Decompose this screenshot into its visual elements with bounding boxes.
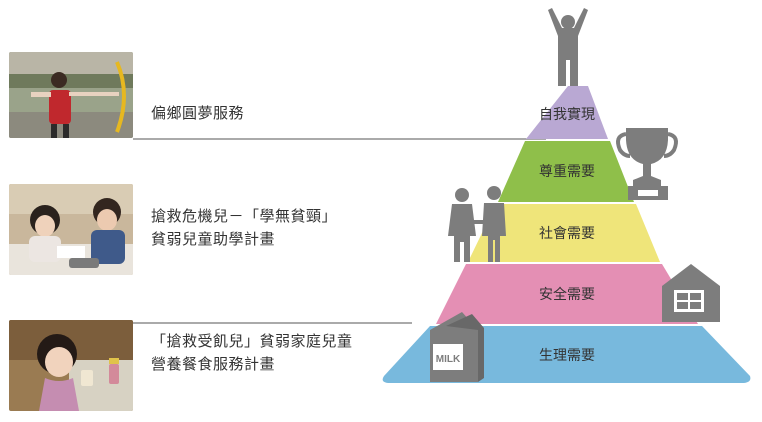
program-label-meal-service: 「搶救受飢兒」貧弱家庭兒童 營養餐食服務計畫 [151, 330, 353, 376]
program-line: 貧弱兒童助學計畫 [151, 230, 276, 248]
level-label: 安全需要 [539, 286, 595, 303]
meal-photo [9, 320, 133, 411]
house-icon [662, 264, 720, 322]
program-line: 「搶救受飢兒」貧弱家庭兒童 [151, 332, 353, 350]
program-line: 搶救危機兒－「學無貧頸」 [151, 207, 338, 225]
program-line: 偏鄉圓夢服務 [151, 104, 245, 122]
person-arms-up-icon [548, 8, 588, 86]
level-safety [436, 264, 698, 324]
level-self-actualization [526, 86, 608, 139]
program-label-rural-dreams: 偏鄉圓夢服務 [151, 102, 244, 125]
program-line: 營養餐食服務計畫 [151, 355, 276, 373]
trophy-icon [616, 128, 678, 200]
level-label: 尊重需要 [539, 163, 595, 180]
milk-text: MILK [436, 354, 461, 365]
level-social [468, 204, 660, 262]
level-label: 社會需要 [539, 226, 595, 242]
study-photo [9, 184, 133, 275]
milk-carton-icon: MILK [430, 312, 484, 382]
archery-photo [9, 52, 133, 138]
couple-icon [448, 186, 506, 262]
level-label: 生理需要 [539, 348, 595, 364]
level-esteem [498, 141, 634, 202]
level-label: 自我實現 [539, 106, 595, 123]
program-label-study-aid: 搶救危機兒－「學無貧頸」 貧弱兒童助學計畫 [151, 205, 337, 251]
